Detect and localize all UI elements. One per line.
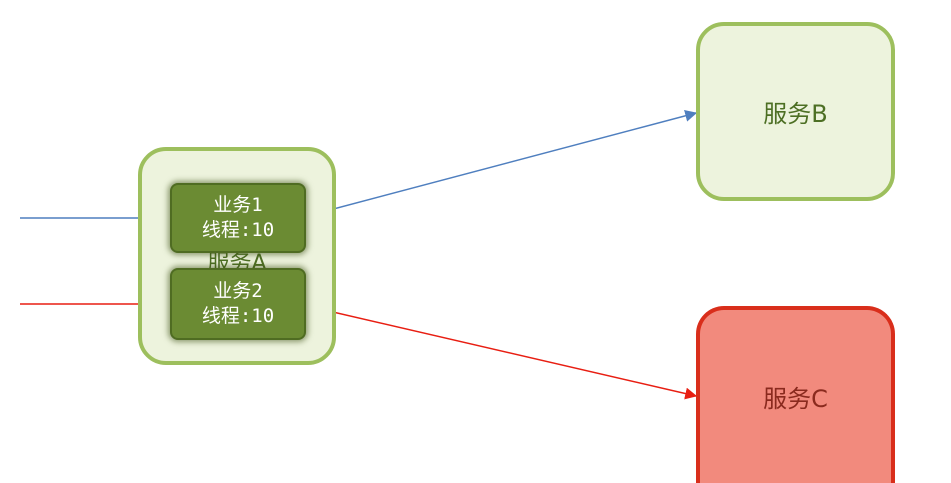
business-2-threads: 线程:10 [201,305,275,327]
arrow-to-service-b [306,109,698,217]
business-1-title: 业务1 [213,194,263,216]
service-c-node: 服务C [696,306,895,483]
service-c-label: 服务C [763,385,828,413]
service-b-node: 服务B [696,22,895,201]
service-b-label: 服务B [763,100,828,128]
business-2-title: 业务2 [213,280,263,302]
business-1-threads: 线程:10 [201,219,275,241]
business-2-box: 业务2 线程:10 [170,268,306,340]
arrow-to-service-c [306,305,698,400]
business-1-box: 业务1 线程:10 [170,183,306,253]
